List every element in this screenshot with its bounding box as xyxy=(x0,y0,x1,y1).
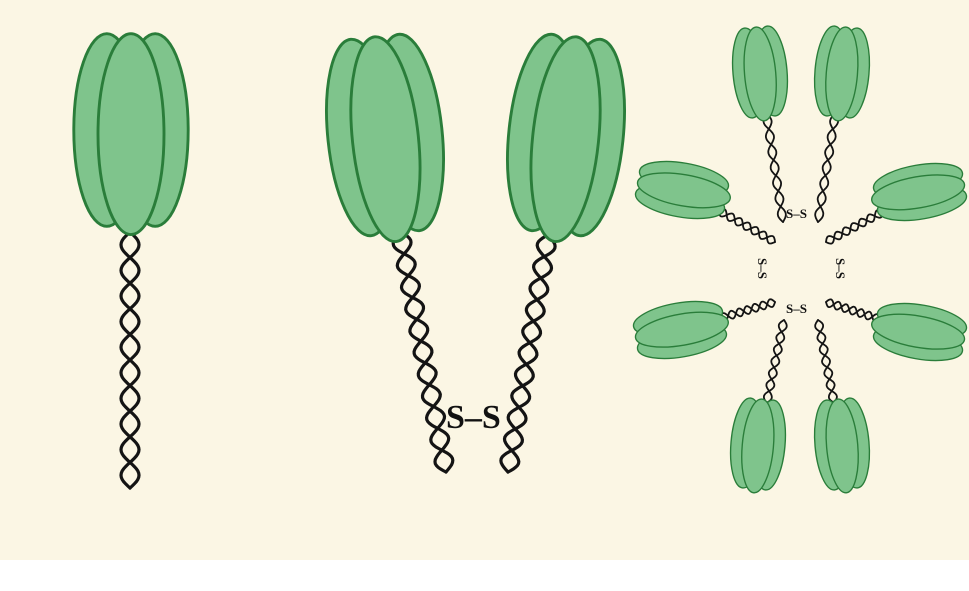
hexamer-disulfide-bond-label: S–S xyxy=(786,206,807,221)
bottom-page-strip xyxy=(0,560,969,591)
hexamer-disulfide-bond-label: S–S xyxy=(755,258,770,279)
monomer-head xyxy=(74,34,188,235)
head-lobe xyxy=(98,34,164,235)
dimer-disulfide-bond-label: S–S xyxy=(446,399,501,436)
hexamer-disulfide-bond-label: S–S xyxy=(786,301,807,316)
hexamer-disulfide-bond-label: S–S xyxy=(833,258,848,279)
